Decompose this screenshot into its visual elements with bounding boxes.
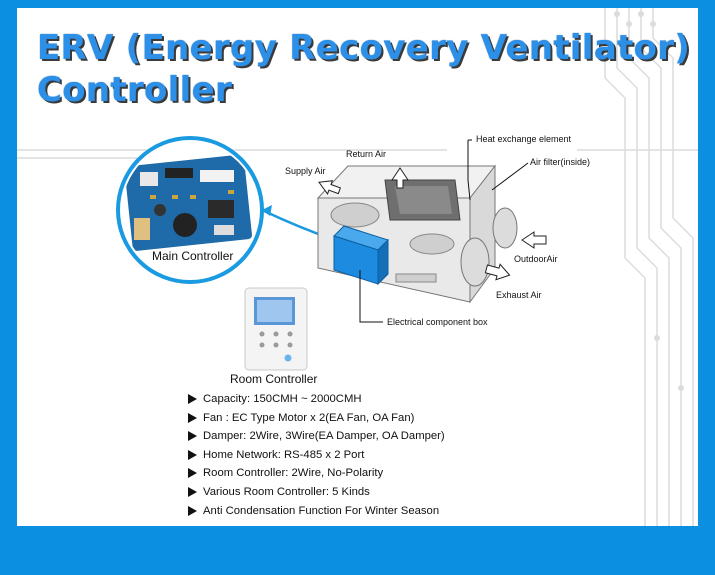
page-title: ERV (Energy Recovery Ventilator) (37, 28, 691, 68)
bullet-triangle-icon (188, 486, 197, 497)
airflow-arrows (318, 167, 547, 281)
room-controller-illustration (244, 287, 308, 371)
label-heat-exchange-element: Heat exchange element (476, 134, 572, 144)
bullet-triangle-icon (188, 468, 197, 479)
feature-list: Capacity: 150CMH ~ 2000CMH Fan : EC Type… (188, 390, 445, 520)
bullet-triangle-icon (188, 412, 197, 423)
label-electrical-component-box: Electrical component box (387, 317, 488, 327)
bullet-triangle-icon (188, 431, 197, 442)
feature-item: Fan : EC Type Motor x 2(EA Fan, OA Fan) (188, 409, 445, 428)
bullet-triangle-icon (188, 505, 197, 516)
feature-item: Home Network: RS-485 x 2 Port (188, 446, 445, 465)
main-controller-illustration (116, 136, 264, 284)
feature-item: Anti Condensation Function For Winter Se… (188, 502, 445, 521)
bullet-triangle-icon (188, 394, 197, 405)
label-room-controller: Room Controller (230, 372, 318, 386)
label-outdoor-air: OutdoorAir (514, 254, 558, 264)
feature-item: Damper: 2Wire, 3Wire(EA Damper, OA Dampe… (188, 427, 445, 446)
label-air-filter: Air filter(inside) (530, 157, 591, 167)
page-title-line-2: Controller (37, 70, 233, 110)
label-main-controller: Main Controller (152, 249, 234, 263)
bottom-bar (0, 526, 715, 575)
feature-item: Various Room Controller: 5 Kinds (188, 483, 445, 502)
bullet-triangle-icon (188, 449, 197, 460)
electrical-component-box (333, 225, 389, 286)
label-return-air: Return Air (346, 149, 387, 159)
label-exhaust-air: Exhaust Air (496, 290, 542, 300)
label-supply-air: Supply Air (285, 166, 326, 176)
feature-item: Room Controller: 2Wire, No-Polarity (188, 464, 445, 483)
feature-item: Capacity: 150CMH ~ 2000CMH (188, 390, 445, 409)
